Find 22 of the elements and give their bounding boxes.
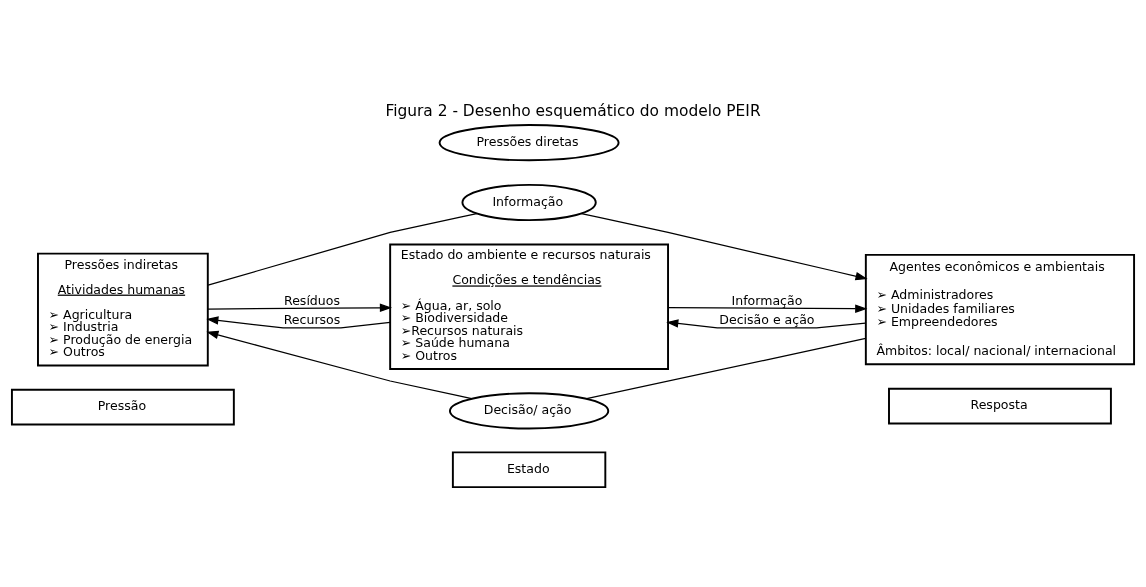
node-box: Agentes econômicos e ambientais ➢ Administradores ➢ Unidades familiares ➢ Empreendedores Âmbitos: local/ nacional/ internacional: [864, 253, 1136, 366]
node-box: Estado do ambiente e recursos naturais Condições e tendências ➢ Água, ar, solo ➢ Biodiversidade ➢Recursos naturais ➢ Saúde humana ➢ Outros: [389, 243, 669, 370]
connector: [207, 213, 478, 286]
arrow: [666, 319, 867, 329]
node-box: Resposta: [888, 387, 1112, 425]
diagram-title: Figura 2 - Desenho esquemático do modelo PEIR: [385, 102, 761, 121]
connector: [586, 337, 867, 400]
arrow: [667, 304, 868, 313]
node-box: Pressão: [10, 388, 235, 426]
arrow: [206, 330, 473, 400]
node-box: Pressões indiretas Atividades humanas ➢ Agricultura ➢ Industria ➢ Produção de energia ➢ Outros: [37, 252, 209, 367]
node-ellipse: Informação: [461, 183, 597, 222]
arrow: [580, 213, 868, 281]
edge-label: Recursos: [283, 312, 341, 328]
edge-label: Resíduos: [284, 293, 340, 309]
node-ellipse: Pressões diretas: [438, 124, 620, 162]
edge-label: Decisão e ação: [719, 312, 815, 328]
node-box: Estado: [451, 451, 607, 489]
node-ellipse: Decisão/ ação: [448, 392, 610, 430]
arrow: [206, 316, 391, 329]
arrow: [207, 303, 392, 313]
edge-label: Informação: [731, 293, 803, 309]
